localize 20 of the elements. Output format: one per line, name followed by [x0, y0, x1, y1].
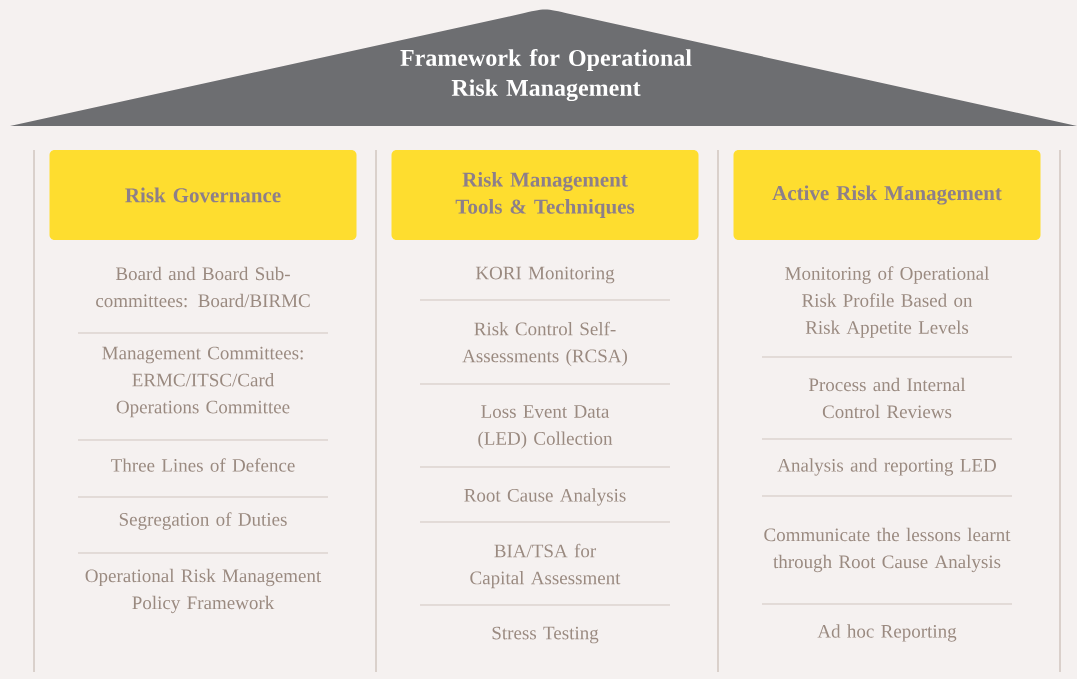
list-item: Board and Board Sub-committees: Board/BIRMC [96, 266, 310, 308]
header-box: Risk Governance [49, 150, 357, 240]
list-item: Loss Event Data (LED) Collection [478, 405, 613, 449]
list-item: BIA/TSA for Capital Assessment [470, 543, 621, 589]
list-item: Management Committees: ERMC/ITSC/Card Operations Committee [102, 346, 303, 418]
list-item: Risk Control Self-Assessments (RCSA) [462, 321, 627, 367]
list-item: Ad hoc Reporting [817, 624, 957, 642]
list-item: Stress Testing [492, 626, 599, 644]
list-item: Process and Internal Control Reviews [808, 377, 966, 419]
header-box: Active Risk Management [733, 150, 1041, 240]
roof-banner: Framework for Operational Risk Management [10, 9, 1077, 126]
list-item: Three Lines of Defence [111, 458, 295, 472]
list-item: Communicate the lessons learnt through Root Cause Analysis [764, 527, 1011, 573]
list-item: Operational Risk Management Policy Framework [85, 568, 322, 614]
header-box: Risk Management Tools & Techniques [391, 150, 699, 240]
list-item: KORI Monitoring [475, 266, 615, 284]
list-item: Segregation of Duties [119, 512, 287, 530]
list-item: Analysis and reporting LED [777, 458, 996, 476]
list-item: Root Cause Analysis [464, 488, 626, 506]
list-item: Monitoring of Operational Risk Profile Based on Risk Appetite Levels [785, 266, 989, 338]
